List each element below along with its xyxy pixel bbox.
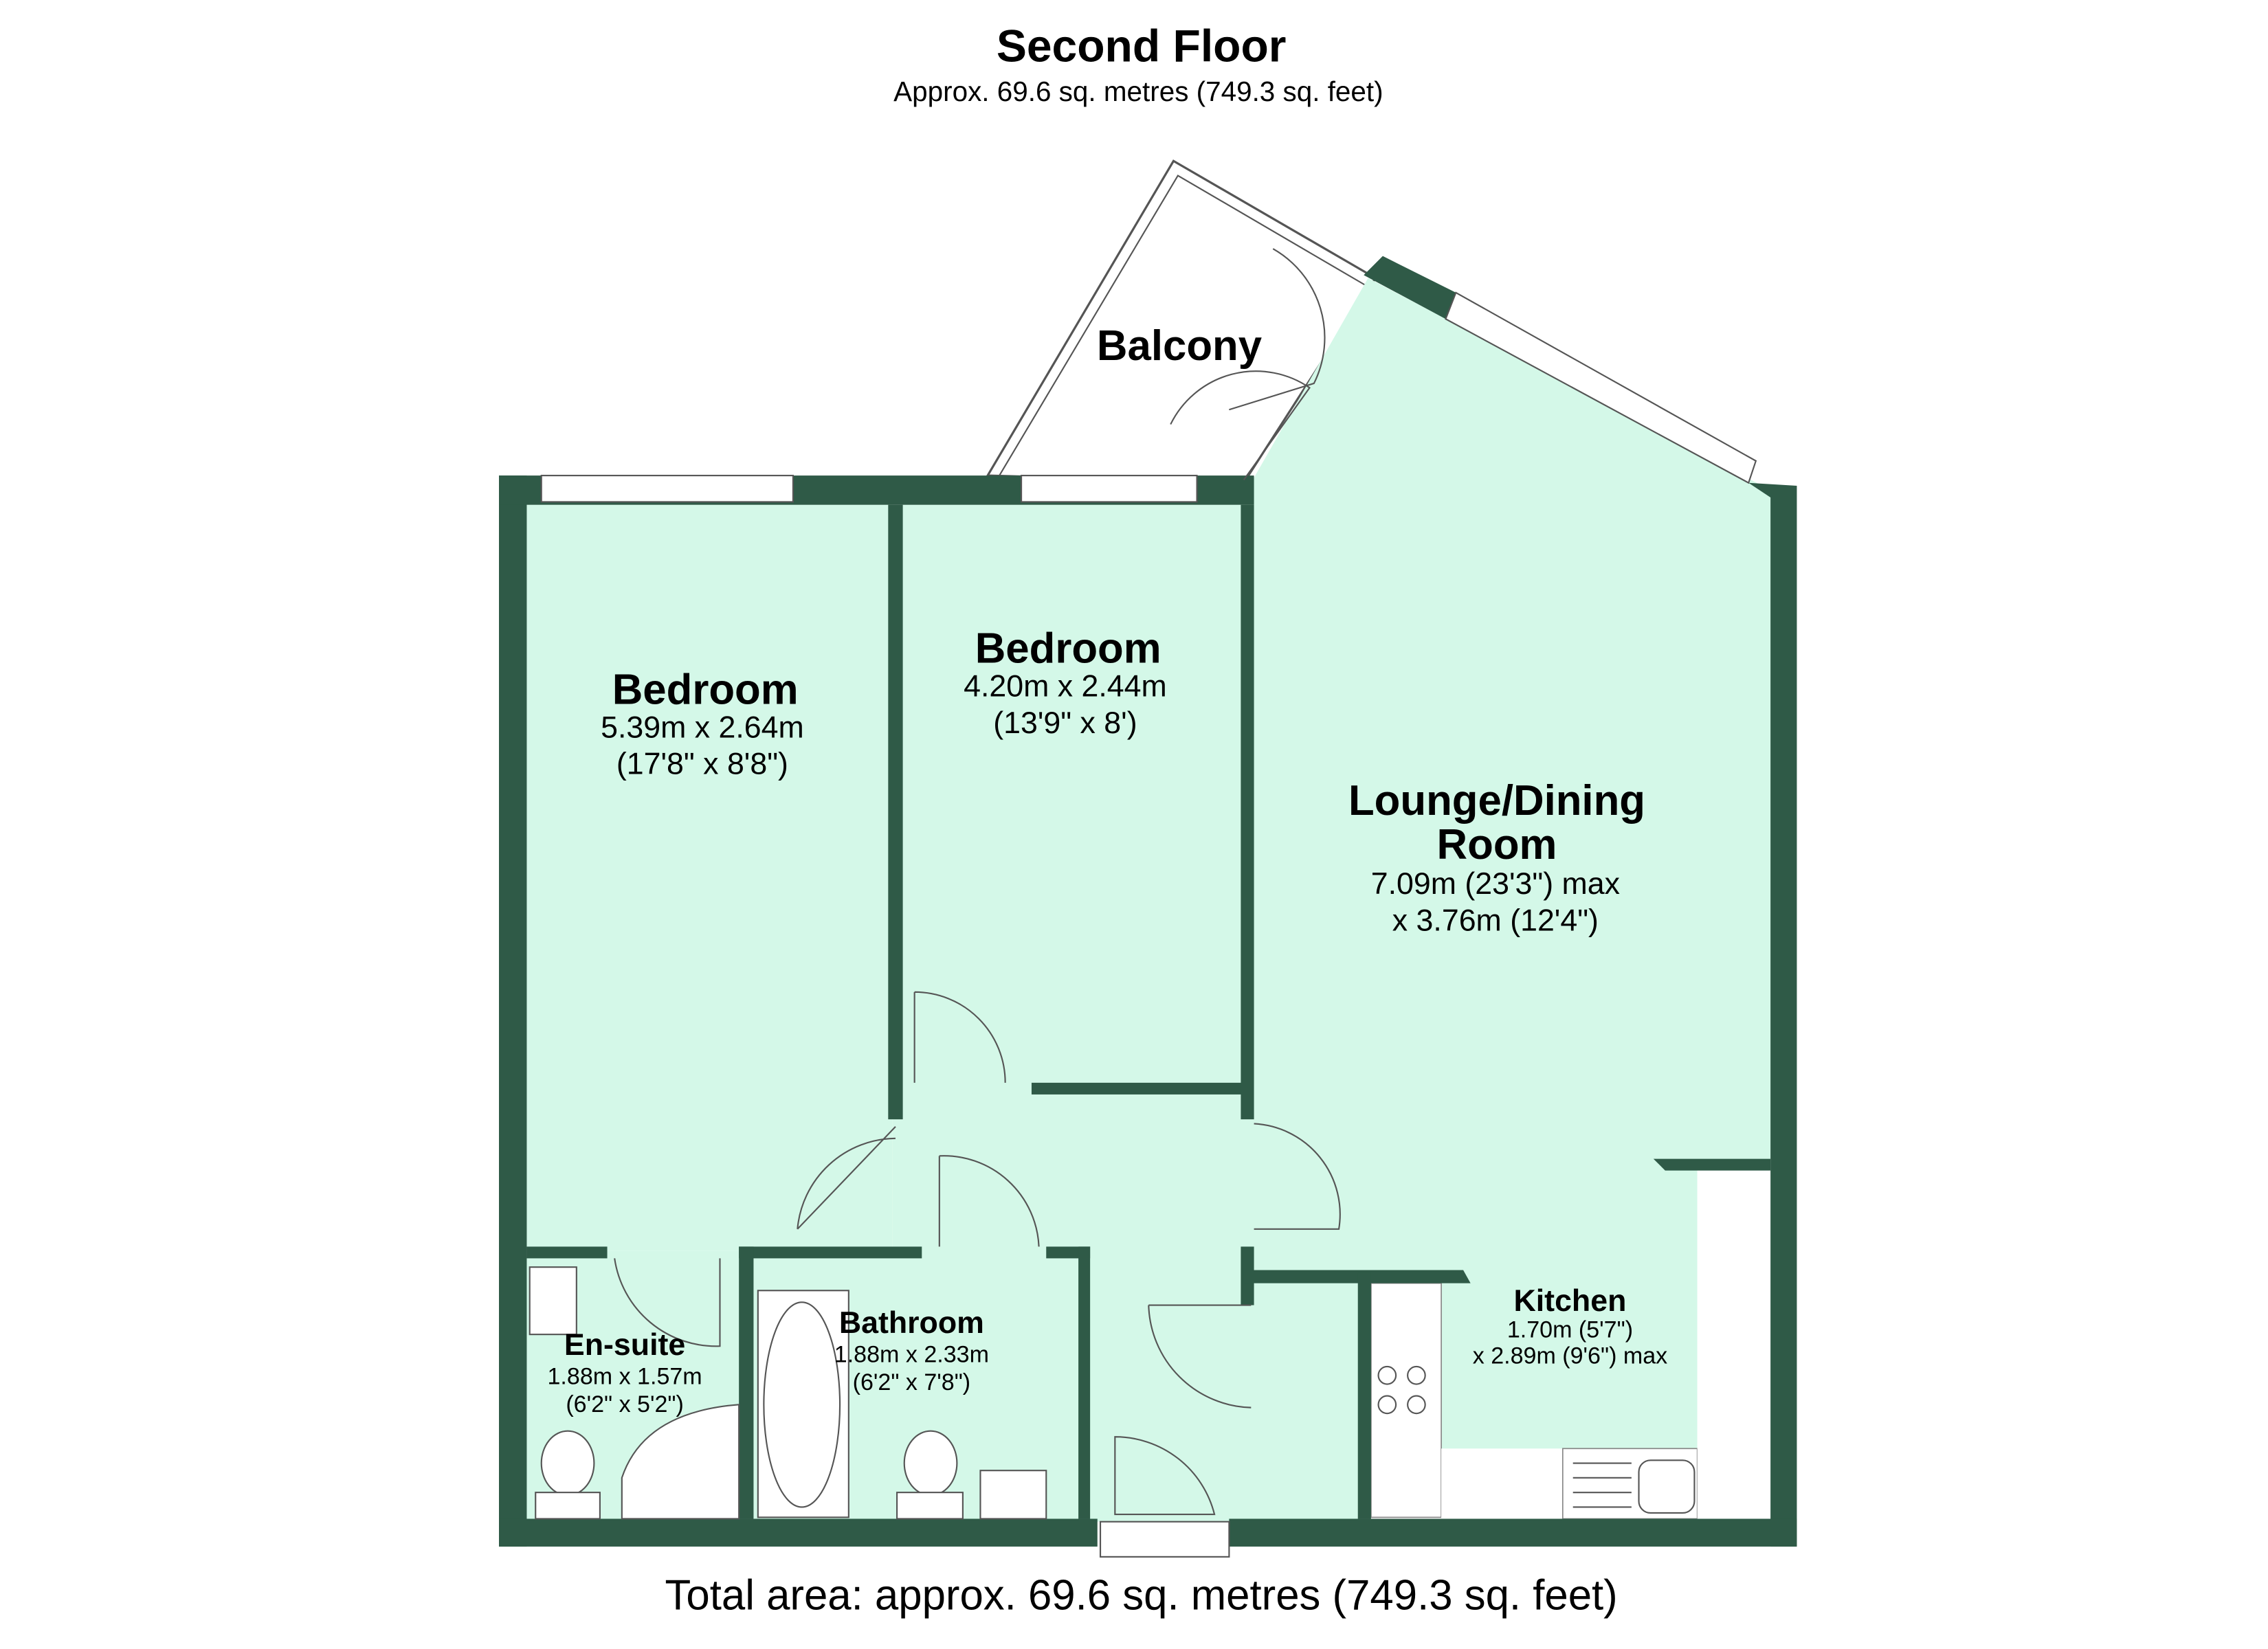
windows <box>540 291 1757 1558</box>
balcony-label: Balcony <box>1097 322 1262 370</box>
bedroom1-dims-imperial: (17'8" x 8'8") <box>616 748 788 781</box>
bathroom-dims: 1.88m x 2.33m <box>834 1342 989 1368</box>
lounge-dims: 7.09m (23'3") max <box>1371 867 1620 901</box>
bathroom-dims-imperial: (6'2" x 7'8") <box>853 1369 971 1395</box>
kitchen-dims-2: x 2.89m (9'6") max <box>1473 1343 1667 1369</box>
bedroom2-label: Bedroom <box>975 625 1161 673</box>
kitchen-dims: 1.70m (5'7") <box>1507 1316 1633 1343</box>
lounge-label-2: Room <box>1437 821 1557 868</box>
bedroom1-label: Bedroom <box>612 666 799 713</box>
floor-title: Second Floor <box>997 20 1287 71</box>
bedroom2-dims: 4.20m x 2.44m <box>964 670 1167 704</box>
lounge-dims-2: x 3.76m (12'4") <box>1392 904 1599 937</box>
bedroom2-dims-imperial: (13'9" x 8') <box>993 706 1137 740</box>
bedroom1-dims: 5.39m x 2.64m <box>601 710 804 744</box>
total-area: Total area: approx. 69.6 sq. metres (749… <box>665 1571 1618 1619</box>
fixtures <box>529 1266 1696 1520</box>
floor-areas <box>526 278 1771 1522</box>
floor-area: Approx. 69.6 sq. metres (749.3 sq. feet) <box>893 76 1383 107</box>
ensuite-dims: 1.88m x 1.57m <box>548 1364 702 1390</box>
walls <box>499 256 1797 1547</box>
kitchen-label: Kitchen <box>1513 1284 1626 1318</box>
ensuite-label: En-suite <box>564 1328 685 1362</box>
ensuite-dims-imperial: (6'2" x 5'2") <box>566 1391 684 1417</box>
doors <box>614 248 1341 1516</box>
lounge-label: Lounge/Dining <box>1348 777 1645 824</box>
bathroom-label: Bathroom <box>839 1306 984 1340</box>
